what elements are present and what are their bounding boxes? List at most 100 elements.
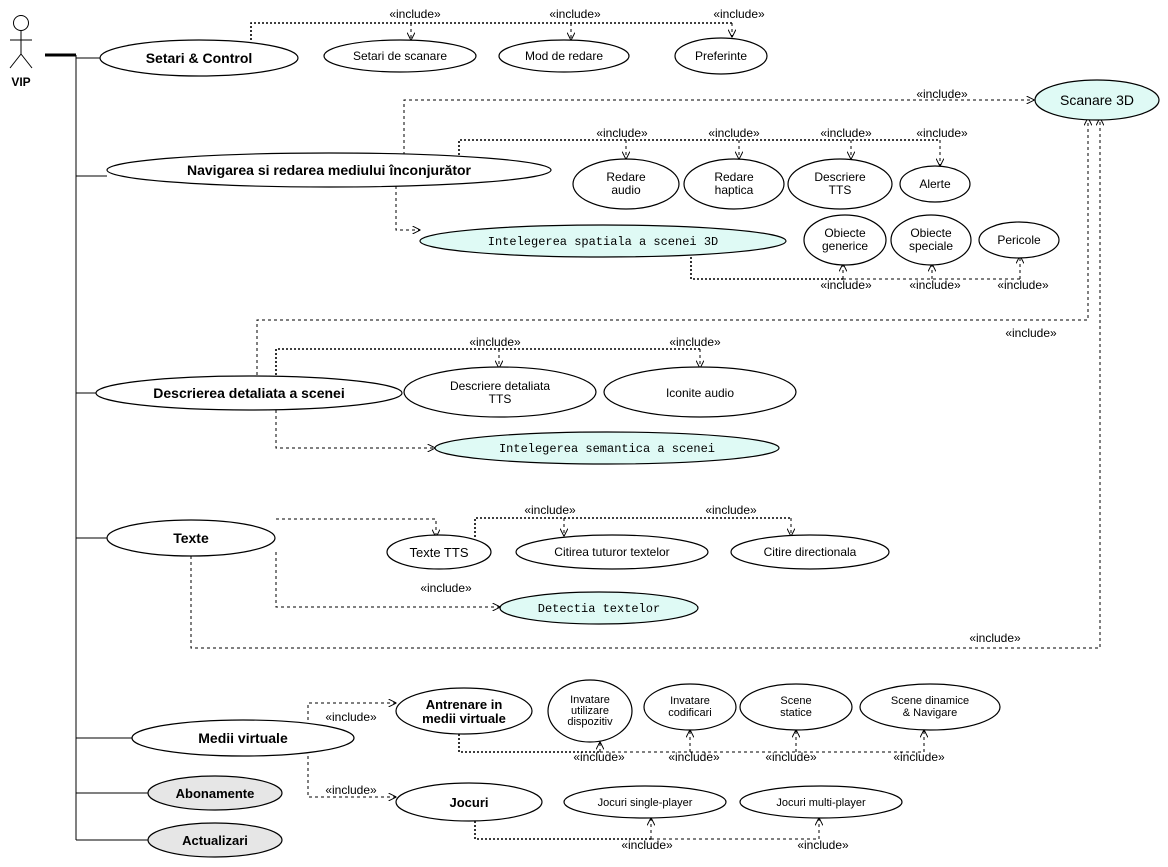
include-label: «include» bbox=[708, 126, 760, 140]
usecase-label: Preferinte bbox=[695, 49, 747, 63]
actor-leg-right bbox=[20, 53, 33, 69]
usecase-citire-directionala[interactable]: Citire directionala bbox=[730, 534, 890, 570]
usecase-label: Setari & Control bbox=[146, 50, 253, 66]
usecase-label: Detectia textelor bbox=[538, 602, 660, 616]
include-label: «include» bbox=[469, 335, 521, 349]
usecase-label: Jocuri bbox=[449, 795, 488, 810]
usecase-label: Alerte bbox=[919, 177, 951, 191]
usecase-label: Scanare 3D bbox=[1060, 92, 1134, 108]
usecase-redare-audio[interactable]: Redare audio bbox=[572, 158, 680, 210]
usecase-jocuri-multi[interactable]: Jocuri multi-player bbox=[739, 785, 903, 819]
usecase-actualizari[interactable]: Actualizari bbox=[147, 822, 283, 858]
actor-leg-left bbox=[9, 53, 22, 69]
usecase-label: TTS bbox=[489, 392, 512, 406]
include-edge bbox=[275, 348, 700, 375]
usecase-label: & Navigare bbox=[903, 707, 957, 719]
usecase-obiecte-speciale[interactable]: Obiecte speciale bbox=[890, 214, 972, 266]
include-label: «include» bbox=[668, 750, 720, 764]
include-label: «include» bbox=[916, 126, 968, 140]
usecase-label: Jocuri single-player bbox=[598, 797, 693, 809]
usecase-label: Actualizari bbox=[182, 833, 248, 848]
actor-head bbox=[13, 15, 29, 31]
usecase-label: medii virtuale bbox=[422, 711, 506, 726]
include-label: «include» bbox=[797, 838, 849, 852]
usecase-label: Descriere bbox=[814, 170, 866, 184]
usecase-label: Texte bbox=[173, 530, 209, 546]
usecase-label: Redare bbox=[606, 170, 646, 184]
usecase-label: Jocuri multi-player bbox=[776, 797, 866, 809]
usecase-jocuri[interactable]: Jocuri bbox=[395, 782, 543, 822]
usecase-citirea-textelor[interactable]: Citirea tuturor textelor bbox=[515, 534, 709, 570]
usecase-descriere-detaliata[interactable]: Descrierea detaliata a scenei bbox=[95, 375, 403, 411]
include-edge bbox=[690, 257, 843, 280]
usecase-navigare[interactable]: Navigarea si redarea mediului înconjurăt… bbox=[106, 152, 552, 188]
include-edge bbox=[275, 552, 500, 607]
include-edge bbox=[403, 100, 1034, 155]
usecase-medii-virtuale[interactable]: Medii virtuale bbox=[131, 719, 355, 757]
include-edge bbox=[474, 517, 791, 537]
include-edge bbox=[256, 118, 1088, 375]
usecase-intelegere-spatiala[interactable]: Intelegerea spatiala a scenei 3D bbox=[419, 224, 787, 258]
usecase-label: Citirea tuturor textelor bbox=[554, 545, 669, 559]
usecase-antrenare[interactable]: Antrenare in medii virtuale bbox=[395, 687, 533, 735]
include-label: «include» bbox=[705, 503, 757, 517]
actor-vip: VIP bbox=[9, 15, 33, 89]
usecase-pericole[interactable]: Pericole bbox=[978, 221, 1060, 259]
usecase-iconite-audio[interactable]: Iconite audio bbox=[603, 366, 797, 418]
include-label: «include» bbox=[669, 335, 721, 349]
usecase-intelegere-semantica[interactable]: Intelegerea semantica a scenei bbox=[434, 431, 780, 465]
usecase-label: Descriere detaliata bbox=[450, 379, 550, 393]
include-label: «include» bbox=[997, 278, 1049, 292]
usecase-label: Texte TTS bbox=[409, 545, 468, 560]
usecase-label: Invatare bbox=[570, 694, 610, 706]
usecase-label: dispozitiv bbox=[567, 716, 613, 728]
usecase-label: Intelegerea spatiala a scenei 3D bbox=[488, 235, 718, 249]
include-label: «include» bbox=[1005, 326, 1057, 340]
usecase-label: Scene bbox=[780, 695, 811, 707]
usecase-texte[interactable]: Texte bbox=[106, 519, 276, 557]
include-label: «include» bbox=[389, 7, 441, 21]
usecase-jocuri-single[interactable]: Jocuri single-player bbox=[563, 785, 727, 819]
usecase-descriere-tts[interactable]: Descriere TTS bbox=[787, 158, 893, 210]
include-edge bbox=[276, 518, 436, 537]
usecase-detectia-textelor[interactable]: Detectia textelor bbox=[499, 591, 699, 625]
usecase-label: statice bbox=[780, 707, 812, 719]
usecase-obiecte-generice[interactable]: Obiecte generice bbox=[803, 214, 887, 266]
usecase-label: TTS bbox=[829, 183, 852, 197]
usecase-label: generice bbox=[822, 239, 868, 253]
include-edge bbox=[458, 734, 600, 753]
include-label: «include» bbox=[325, 783, 377, 797]
usecase-invatare-codificari[interactable]: Invatare codificari bbox=[643, 683, 737, 731]
usecase-descriere-detaliata-tts[interactable]: Descriere detaliata TTS bbox=[403, 366, 597, 418]
include-label: «include» bbox=[893, 750, 945, 764]
usecase-label: Descrierea detaliata a scenei bbox=[153, 385, 344, 401]
usecase-scanare-3d[interactable]: Scanare 3D bbox=[1034, 79, 1160, 121]
usecase-redare-haptica[interactable]: Redare haptica bbox=[683, 158, 785, 210]
usecase-texte-tts[interactable]: Texte TTS bbox=[386, 534, 492, 570]
usecase-preferinte[interactable]: Preferinte bbox=[674, 37, 768, 75]
usecase-abonamente[interactable]: Abonamente bbox=[147, 775, 283, 811]
usecase-setari-scanare[interactable]: Setari de scanare bbox=[323, 39, 477, 73]
usecase-label: codificari bbox=[668, 707, 711, 719]
usecase-mod-redare[interactable]: Mod de redare bbox=[498, 39, 630, 73]
usecase-label: Medii virtuale bbox=[198, 730, 288, 746]
usecase-label: audio bbox=[611, 183, 641, 197]
include-label: «include» bbox=[916, 87, 968, 101]
usecase-label: utilizare bbox=[571, 705, 609, 717]
actor-label: VIP bbox=[11, 75, 30, 89]
include-label: «include» bbox=[420, 581, 472, 595]
usecase-alerte[interactable]: Alerte bbox=[899, 165, 971, 203]
usecase-label: haptica bbox=[715, 183, 754, 197]
usecase-scene-dinamice[interactable]: Scene dinamice & Navigare bbox=[859, 683, 1001, 731]
include-label: «include» bbox=[549, 7, 601, 21]
usecase-label: Navigarea si redarea mediului înconjurăt… bbox=[187, 162, 472, 178]
include-edge bbox=[250, 22, 732, 40]
include-edge bbox=[190, 118, 1100, 649]
usecase-scene-statice[interactable]: Scene statice bbox=[739, 683, 853, 731]
usecase-invatare-dispozitiv[interactable]: Invatare utilizare dispozitiv bbox=[547, 679, 633, 743]
associations bbox=[45, 53, 148, 841]
include-edge bbox=[307, 756, 396, 797]
usecase-label: Obiecte bbox=[824, 226, 866, 240]
usecase-setari-control[interactable]: Setari & Control bbox=[99, 39, 299, 77]
include-label: «include» bbox=[573, 750, 625, 764]
